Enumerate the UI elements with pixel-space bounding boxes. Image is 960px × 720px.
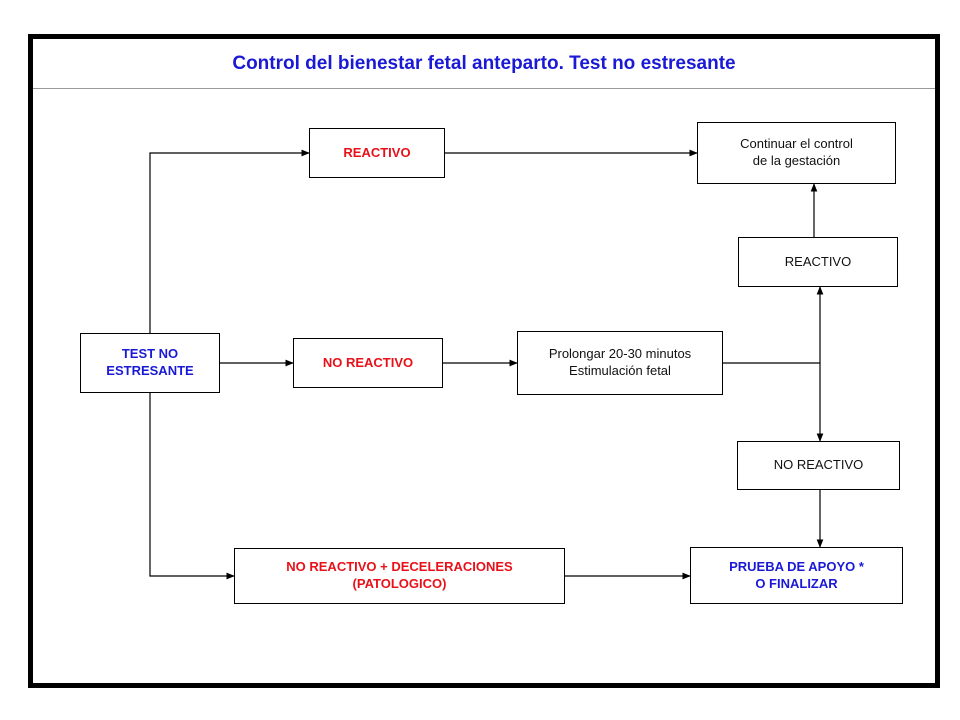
node-continuar: Continuar el control de la gestación xyxy=(697,122,896,184)
node-no-reactivo-right-label: NO REACTIVO xyxy=(773,457,864,473)
node-test-no-estresante: TEST NO ESTRESANTE xyxy=(80,333,220,393)
node-reactivo-right-label: REACTIVO xyxy=(784,253,852,269)
node-prolongar-label: Prolongar 20-30 minutos Estimulación fet… xyxy=(548,346,692,378)
node-no-reactivo-decel: NO REACTIVO + DECELERACIONES (PATOLOGICO… xyxy=(234,548,565,604)
node-no-reactivo-mid-label: NO REACTIVO xyxy=(322,354,414,370)
node-no-reactivo-mid: NO REACTIVO xyxy=(293,338,443,388)
title-bar: Control del bienestar fetal anteparto. T… xyxy=(33,39,935,89)
node-reactivo-top: REACTIVO xyxy=(309,128,445,178)
node-prueba-apoyo: PRUEBA DE APOYO * O FINALIZAR xyxy=(690,547,903,604)
node-no-reactivo-decel-label: NO REACTIVO + DECELERACIONES (PATOLOGICO… xyxy=(286,559,513,591)
node-prueba-apoyo-label: PRUEBA DE APOYO * O FINALIZAR xyxy=(729,558,864,591)
node-reactivo-top-label: REACTIVO xyxy=(343,144,411,160)
node-prolongar: Prolongar 20-30 minutos Estimulación fet… xyxy=(517,331,723,395)
node-test-no-estresante-label: TEST NO ESTRESANTE xyxy=(106,346,194,378)
node-no-reactivo-right: NO REACTIVO xyxy=(737,441,900,490)
diagram-title: Control del bienestar fetal anteparto. T… xyxy=(232,52,736,74)
node-reactivo-right: REACTIVO xyxy=(738,237,898,287)
node-continuar-label: Continuar el control de la gestación xyxy=(740,136,853,168)
